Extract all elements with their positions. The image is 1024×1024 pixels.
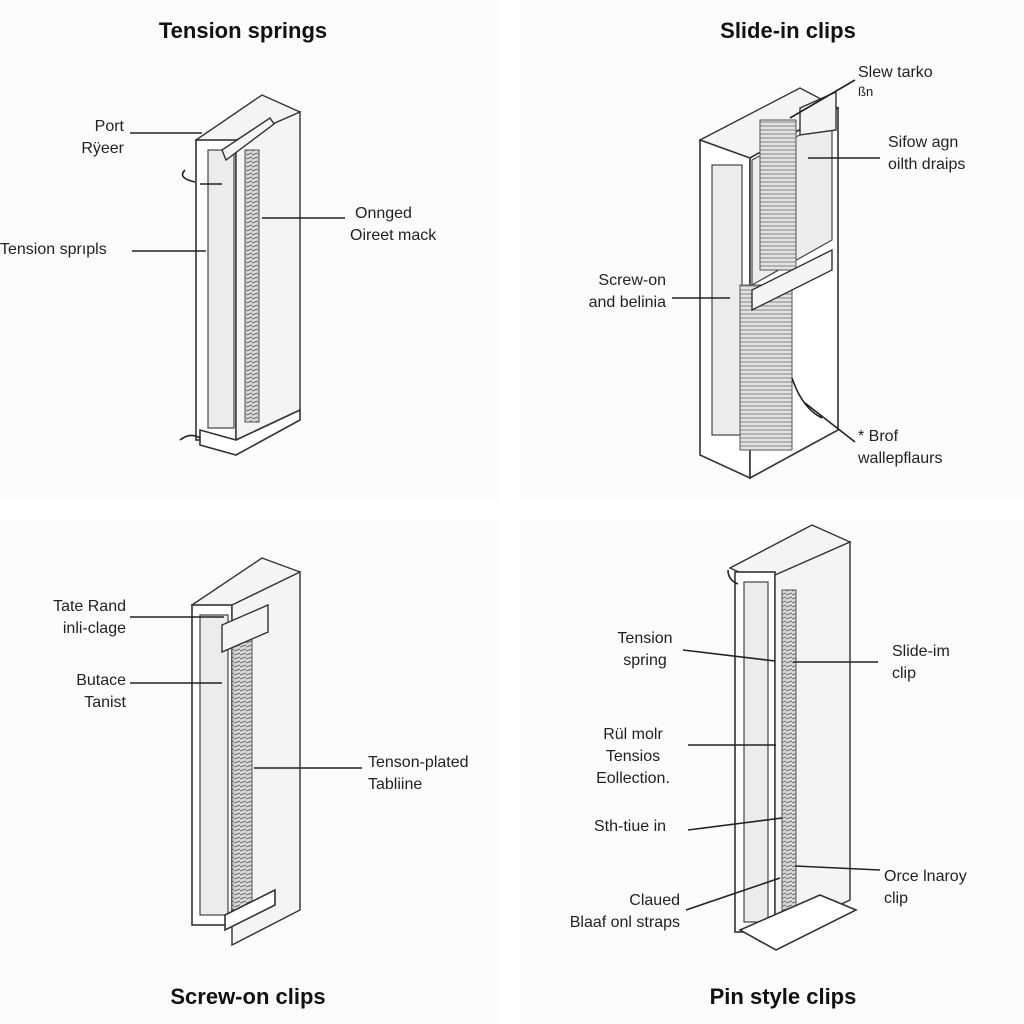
label-port-reer: Port Rÿeer [81, 118, 124, 157]
title-screw-on-clips: Screw-on clips [170, 984, 326, 1009]
label-tenson-plated: Tenson-plated Tabliine [368, 754, 469, 793]
label-slide-im-clip: Slide-im clip [892, 643, 950, 682]
slide-in-clips-drawing [698, 87, 840, 480]
label-butace-tanist: Butace Tanist [76, 672, 126, 711]
label-screw-on-and-belinia: Screw-on and belinia [588, 272, 666, 311]
tension-springs-drawing [179, 94, 302, 456]
label-tension-spripls: Tension sprıpls [0, 241, 107, 258]
title-slide-in-clips: Slide-in clips [720, 18, 856, 43]
label-slew-tarko: Slew tarko ßn [858, 64, 933, 99]
title-pin-style-clips: Pin style clips [709, 984, 857, 1009]
pin-style-clips-drawing [727, 524, 858, 951]
label-tension-spring: Tension spring [617, 630, 673, 669]
label-onnged-oireet-mack: Onnged Oireet mack [350, 205, 437, 244]
label-orce-lnaroy-clip: Orce lnaroy clip [884, 868, 967, 907]
label-tate-rand: Tate Rand inli-clage [53, 598, 126, 637]
screw-on-clips-drawing [190, 557, 302, 947]
title-tension-springs: Tension springs [158, 18, 328, 43]
label-sifow-agn: Sifow agn oilth draips [888, 134, 966, 173]
label-claued-straps: Claued Blaaf onl straps [569, 892, 680, 931]
label-sth-tiue-in: Sth-tiue in [594, 818, 667, 835]
label-rul-molr: Rül molr Tensios Eollection. [596, 726, 670, 787]
label-brof-wallepflaurs: * Brof wallepflaurs [858, 428, 943, 467]
